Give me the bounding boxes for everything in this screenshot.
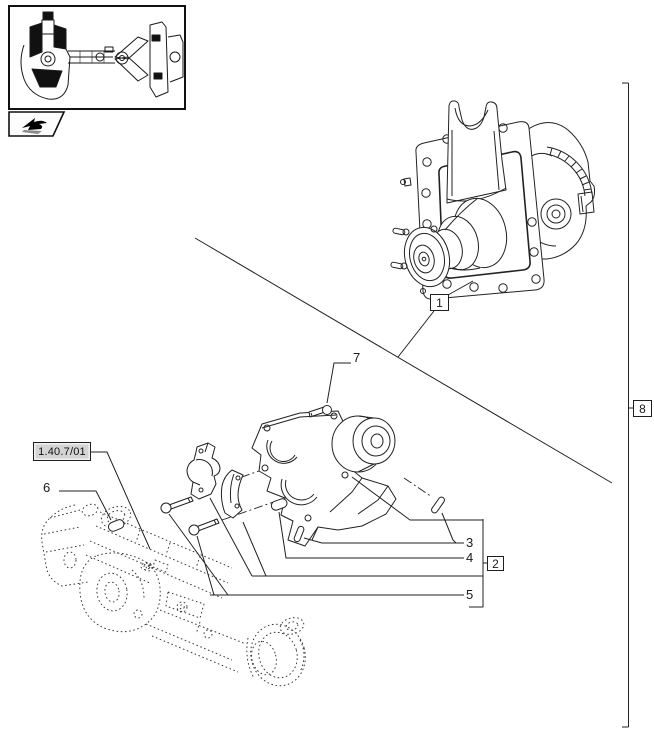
callout-item-3[interactable]: 3	[466, 535, 474, 550]
support-bracket-drawing	[160, 405, 445, 547]
pinion-hub-drawing	[390, 197, 508, 294]
front-axle-section-thumbnail	[20, 11, 184, 100]
callout-item-1[interactable]: 1	[430, 294, 449, 311]
pin-3a-drawing	[293, 525, 305, 543]
axle-housing-reference-drawing	[41, 503, 306, 687]
bush-4-drawing	[270, 498, 288, 511]
bolt-7-drawing	[308, 405, 332, 418]
callout-item-7[interactable]: 7	[353, 350, 361, 365]
pin-3b-drawing	[431, 496, 445, 514]
main-assembly-drawing	[390, 100, 596, 300]
callout-item-4[interactable]: 4	[466, 550, 474, 565]
top-bracket-drawing	[446, 100, 507, 204]
section-arrow-icon[interactable]	[8, 111, 66, 138]
axle-thumbnail-inset[interactable]	[8, 5, 186, 110]
bolt-5b-drawing	[188, 518, 220, 536]
reference-drawing-link[interactable]: 1.40.7/01	[33, 442, 91, 461]
pin-6-drawing	[107, 519, 125, 532]
leader-lines	[59, 82, 633, 728]
bolt-5a-drawing	[160, 496, 194, 514]
callout-item-6[interactable]: 6	[43, 480, 51, 495]
bearing-cap-1-drawing	[186, 442, 221, 500]
callout-item-2[interactable]: 2	[487, 556, 504, 571]
bearing-cap-2-drawing	[220, 469, 244, 519]
callout-item-8[interactable]: 8	[633, 400, 652, 417]
callout-item-5[interactable]: 5	[466, 587, 474, 602]
